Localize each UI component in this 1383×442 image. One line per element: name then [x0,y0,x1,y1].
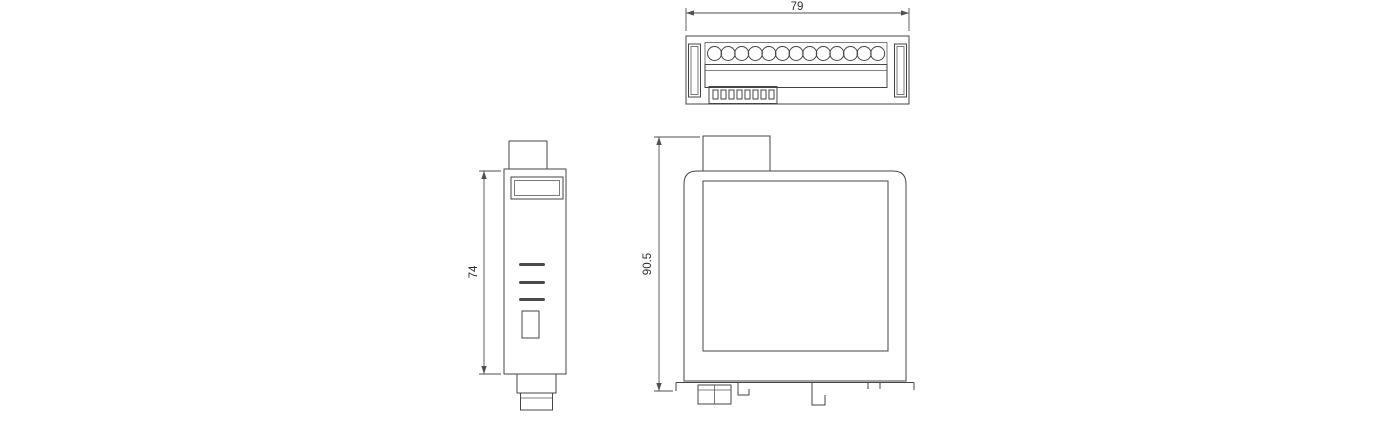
top-view-dip-switch-block [708,86,778,104]
dimension-front-height: 90.5 [642,136,700,392]
top-view-terminal-strip [704,64,888,88]
side-view: 74 [468,140,567,411]
side-view-top-connector [508,140,548,170]
front-view: 90.5 [642,135,915,406]
front-view-panel [702,180,889,352]
top-view: 79 [685,1,910,105]
side-view-bottom-foot [516,373,557,411]
top-view-left-bracket [688,43,701,98]
side-view-display-window [510,176,564,200]
top-view-housing-outline [685,35,910,105]
dimension-label-90-5: 90.5 [642,253,654,275]
dimension-label-79: 79 [791,1,804,13]
side-view-body [503,168,567,375]
dimension-top-width: 79 [685,1,910,31]
top-view-right-bracket [894,43,907,98]
dimension-side-height: 74 [468,170,501,375]
top-view-terminal-screws [704,42,888,65]
side-view-vent-slots [519,263,545,301]
dimension-label-74: 74 [468,265,480,278]
side-view-button [521,310,540,339]
din-rail-clip [675,382,915,406]
front-view-body [683,170,907,382]
front-view-top-connector [702,135,771,172]
